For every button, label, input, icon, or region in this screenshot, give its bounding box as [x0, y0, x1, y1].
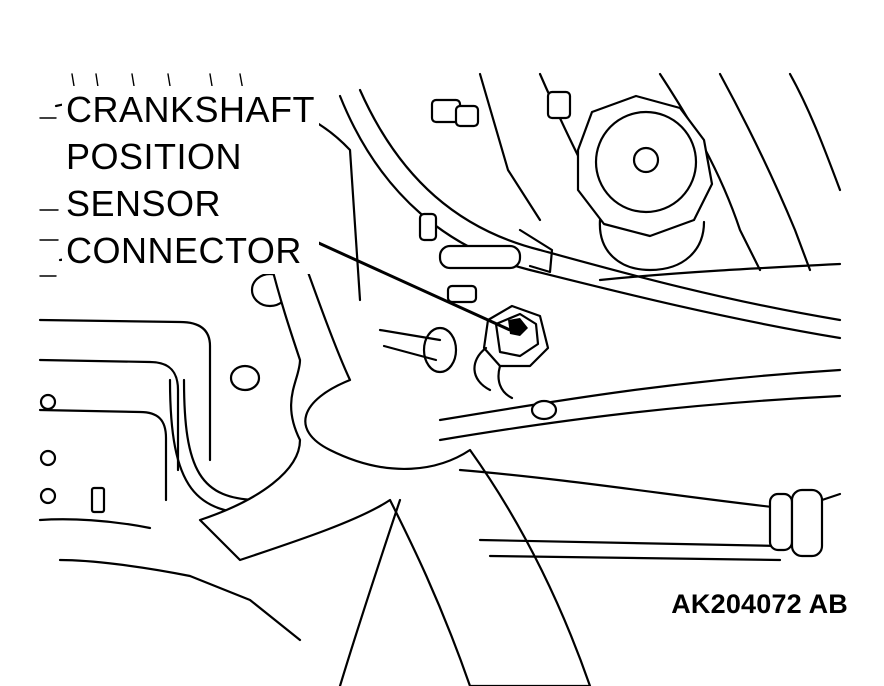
reservoir-cap: [576, 94, 714, 272]
hose-pipe: [338, 88, 842, 562]
callout-line-1: CRANKSHAFT: [66, 89, 316, 130]
leader-line: [311, 238, 511, 332]
mount-bracket: [198, 248, 592, 686]
callout-line-4: CONNECTOR: [66, 230, 302, 271]
figure-id: AK204072 AB: [671, 589, 848, 619]
clips-and-bolts: [418, 90, 572, 421]
component-callout-label: CRANKSHAFT POSITION SENSOR CONNECTOR: [62, 86, 320, 274]
sensor-connector: [473, 304, 550, 400]
callout-line-2: POSITION: [66, 136, 243, 177]
callout-line-3: SENSOR: [66, 183, 222, 224]
